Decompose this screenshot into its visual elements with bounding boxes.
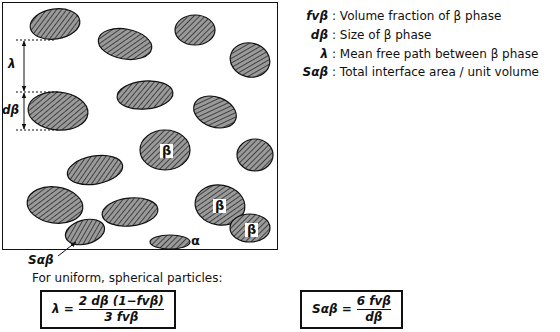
fraction: 2 dβ (1−fvβ)3 fvβ [79, 295, 164, 324]
beta-particle [189, 90, 241, 133]
definition: : Volume fraction of β phase [332, 10, 552, 24]
beta-particle [175, 15, 215, 45]
definition: : Size of β phase [332, 29, 552, 43]
beta-particle [25, 183, 85, 226]
interface-label: Sαβ [28, 254, 53, 268]
formula-lhs: Sαβ = [312, 303, 352, 316]
formula-box: λ = 2 dβ (1−fvβ)3 fvβ [40, 290, 176, 329]
fraction: 6 fvβdβ [357, 295, 391, 324]
beta-particle [26, 89, 89, 132]
beta-particle [150, 235, 190, 249]
beta-particle [116, 79, 174, 112]
beta-particle [65, 151, 125, 188]
denominator: dβ [357, 309, 391, 324]
formula-lhs: λ = [52, 303, 74, 316]
beta-particle [226, 38, 273, 81]
symbol: dβ [284, 29, 328, 43]
phase-label: β [160, 144, 173, 158]
beta-particle [28, 6, 82, 43]
beta-particle [230, 214, 270, 242]
formula-box: Sαβ = 6 fvβdβ [300, 290, 403, 329]
beta-particle [96, 25, 154, 64]
symbol: fvβ [284, 10, 328, 24]
micrograph-frame: β β β α [2, 2, 278, 250]
note: For uniform, spherical particles: [32, 272, 223, 286]
numerator: 2 dβ (1−fvβ) [79, 295, 164, 308]
beta-particle [63, 215, 108, 249]
dimension-label: dβ [2, 104, 19, 118]
beta-particle [101, 195, 160, 229]
phase-label: β [213, 199, 226, 213]
denominator: 3 fvβ [79, 309, 164, 324]
beta-particle [237, 139, 273, 171]
symbol: Sαβ [284, 66, 328, 80]
definition: : Total interface area / unit volume [332, 66, 552, 80]
beta-particle [140, 130, 190, 170]
symbol: λ [284, 48, 328, 62]
definition: : Mean free path between β phase [332, 48, 552, 62]
numerator: 6 fvβ [357, 295, 391, 308]
dimension-label: λ [8, 58, 16, 72]
phase-label: β [245, 223, 258, 237]
matrix-label: α [189, 234, 202, 248]
